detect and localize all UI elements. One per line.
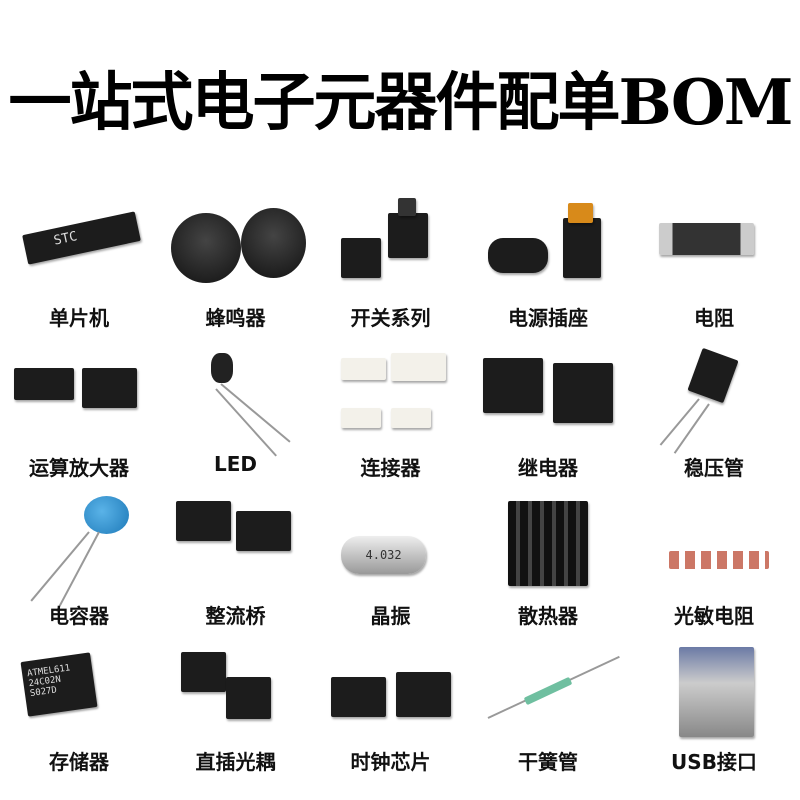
microcontroller-dip-chip-icon: STC (14, 198, 144, 293)
component-item: 继电器 (468, 340, 628, 488)
component-label: 开关系列 (350, 306, 431, 330)
component-label: LED (213, 452, 257, 476)
component-label: 散热器 (518, 604, 578, 628)
component-label: 光敏电阻 (674, 604, 754, 628)
component-label: 干簧管 (518, 750, 578, 774)
component-item: 散热器 (468, 488, 628, 634)
title-cjk: 一站式电子元器件配单 (8, 66, 620, 139)
chip-marking: 4.032 (365, 548, 402, 562)
component-item: 稳压管 (628, 340, 800, 488)
component-item: USB接口 (628, 634, 800, 784)
voltage-regulator-icon (649, 347, 779, 454)
component-label: 直插光耦 (195, 750, 276, 774)
op-amp-chip-icon (14, 348, 144, 443)
component-label: 运算放大器 (29, 456, 129, 480)
ceramic-capacitor-icon (14, 496, 144, 612)
component-label: 时钟芯片 (350, 750, 431, 774)
tactile-switch-icon (326, 198, 456, 293)
dc-power-jack-icon (483, 198, 613, 293)
component-grid: STC 单片机 蜂鸣器 开关系列 电源插座 电阻 运算放大器 LED 连接器 继… (0, 190, 800, 784)
component-label: 存储器 (49, 750, 109, 774)
component-item: 蜂鸣器 (158, 190, 313, 340)
usb-connector-icon (649, 642, 779, 737)
heatsink-icon (483, 496, 613, 591)
component-item: 连接器 (313, 340, 468, 488)
component-item: 电容器 (0, 488, 158, 634)
buzzer-icon (170, 198, 306, 293)
component-item: 时钟芯片 (313, 634, 468, 784)
component-item: STC 单片机 (0, 190, 158, 340)
component-item: 整流桥 (158, 488, 313, 634)
chip-marking: ATMEL611 24C02N S027D (26, 663, 71, 700)
component-label: 稳压管 (684, 456, 744, 480)
component-item: 运算放大器 (0, 340, 158, 488)
component-label: 连接器 (360, 456, 421, 480)
component-item: 开关系列 (313, 190, 468, 340)
memory-chip-icon: ATMEL611 24C02N S027D (14, 642, 144, 737)
component-label: 晶振 (370, 604, 411, 628)
reed-switch-icon (483, 642, 620, 737)
component-label: 单片机 (49, 306, 109, 330)
component-label: 整流桥 (205, 604, 266, 628)
crystal-oscillator-icon: 4.032 (326, 496, 456, 591)
led-icon (171, 348, 301, 457)
component-item: 电阻 (628, 190, 800, 340)
clock-chip-icon (326, 642, 456, 737)
component-label: 电阻 (694, 306, 734, 330)
relay-icon (483, 348, 613, 443)
bridge-rectifier-icon (171, 496, 301, 591)
component-item: 干簧管 (468, 634, 628, 784)
component-item: 4.032 晶振 (313, 488, 468, 634)
optocoupler-icon (171, 642, 301, 737)
component-label: 电容器 (49, 604, 109, 628)
component-label: 蜂鸣器 (205, 306, 266, 330)
smd-resistor-icon (649, 198, 779, 293)
page-title: 一站式电子元器件配单BOM (0, 52, 800, 143)
photoresistor-icon (649, 496, 779, 591)
component-label: 电源插座 (508, 306, 588, 330)
connector-icon (326, 348, 456, 443)
title-bom: BOM (618, 65, 793, 139)
component-item: 电源插座 (468, 190, 628, 340)
component-label: 继电器 (518, 456, 578, 480)
component-item: 直插光耦 (158, 634, 313, 784)
component-item: 光敏电阻 (628, 488, 800, 634)
component-item: ATMEL611 24C02N S027D 存储器 (0, 634, 158, 784)
component-label: USB接口 (671, 750, 757, 774)
component-item: LED (158, 340, 313, 488)
chip-marking: STC (52, 229, 79, 249)
